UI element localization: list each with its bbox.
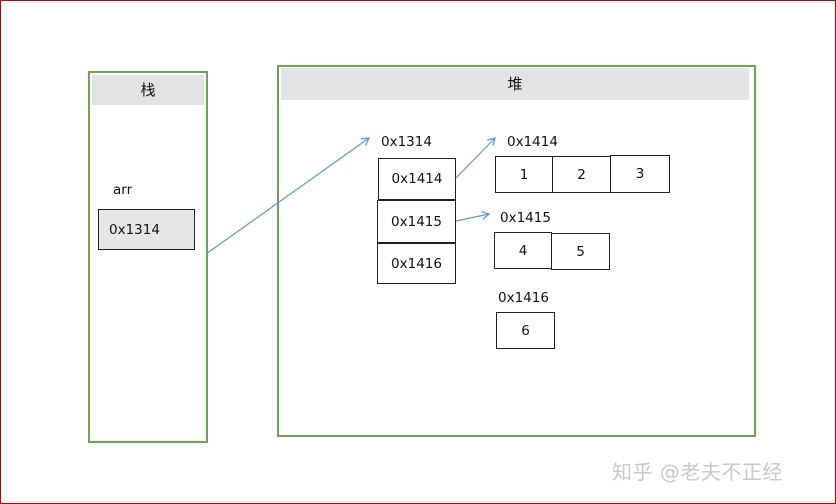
inner-array-cell: 1 [495, 156, 553, 193]
inner-array-cell: 4 [494, 232, 552, 269]
stack-var-value: 0x1314 [98, 209, 195, 250]
inner-array-address: 0x1416 [498, 290, 549, 306]
inner-array-address: 0x1415 [500, 210, 551, 226]
outer-array-cell: 0x1415 [377, 200, 456, 243]
arrow-cell-to-array-2 [455, 210, 491, 222]
inner-array-cell: 6 [496, 312, 555, 349]
arrow-cell-to-array-1 [455, 137, 496, 179]
outer-array-cell: 0x1414 [378, 158, 456, 200]
stack-var-label: arr [113, 182, 133, 198]
inner-array-cell: 2 [552, 156, 611, 193]
outer-array-address: 0x1314 [381, 134, 432, 150]
inner-array-cell: 3 [610, 155, 670, 193]
stack-panel [88, 71, 208, 443]
stack-title: 栈 [92, 75, 204, 105]
watermark: 知乎 @老夫不正经 [612, 460, 783, 484]
arrow-stack-to-heap [205, 137, 371, 255]
heap-title: 堆 [281, 68, 749, 100]
outer-array-cell: 0x1416 [377, 243, 456, 284]
inner-array-cell: 5 [551, 233, 610, 270]
inner-array-address: 0x1414 [507, 134, 558, 150]
